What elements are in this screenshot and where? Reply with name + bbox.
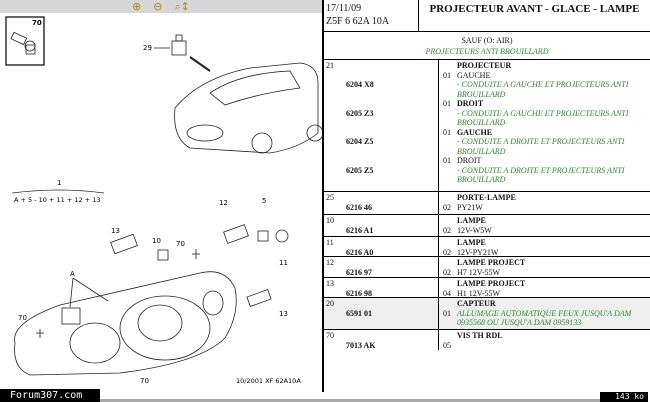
label-A: A — [70, 270, 75, 278]
part-desc: H7 12V-55W — [457, 267, 501, 277]
quantity: 01 — [443, 308, 451, 318]
label-70-inset: 70 — [32, 19, 42, 27]
catalog-code: Z5F 6 62A 10A — [326, 16, 390, 27]
label-13-right: 13 — [279, 310, 288, 318]
table-row[interactable]: 13 6216 98 LAMPE PROJECT 04 H1 12V-55W — [324, 278, 650, 298]
item-number: 21 — [326, 61, 334, 70]
part-ref: 6216 46 — [346, 202, 372, 212]
parts-diagram: 70 29 1 A + 5 - 10 + 11 + 12 + 13 12 5 1… — [5, 16, 322, 385]
part-ref: 6216 98 — [346, 288, 372, 298]
label-70-bottom: 70 — [140, 377, 149, 385]
part-name: LAMPE PROJECT — [457, 279, 526, 288]
diagram-panel: ⊕ ⊖ ⌕↕ 70 29 1 A + 5 - 10 + 11 + 12 + 13… — [0, 0, 600, 402]
part-desc: PY21W — [457, 202, 483, 212]
part-desc: H1 12V-55W — [457, 288, 501, 298]
quantity: 01 — [443, 156, 451, 165]
zoom-in-icon[interactable]: ⊕ — [132, 0, 142, 13]
condition-line: SAUF (O: AIR) — [461, 36, 513, 45]
table-row[interactable]: 25 6216 46 PORTE-LAMPE 02 PY21W — [324, 192, 650, 215]
catalog-date: 17/11/09 — [326, 3, 362, 14]
status-bar — [100, 399, 600, 402]
table-row[interactable]: 12 6216 97 LAMPE PROJECT 02 H7 12V-55W — [324, 257, 650, 278]
table-row[interactable]: 10 6216 A1 LAMPE 02 12V-W5W — [324, 215, 650, 237]
part-name: VIS TH RDL — [457, 331, 503, 340]
label-10: 10 — [152, 237, 161, 245]
part-note: ALLUMAGE AUTOMATIQUE FEUX JUSQU'A DAM 09… — [457, 308, 632, 328]
zoom-out-icon[interactable]: ⊖ — [153, 0, 163, 13]
part-name: DROIT — [457, 156, 482, 165]
part-ref: 6216 A0 — [346, 247, 374, 257]
part-ref: 6591 01 — [346, 308, 372, 318]
part-name: CAPTEUR — [457, 299, 496, 308]
bulbs — [110, 224, 289, 307]
quantity: 02 — [443, 225, 451, 235]
quantity: 04 — [443, 288, 451, 298]
part-ref: 6205 Z3 — [346, 108, 374, 118]
part-desc: 12V-PY21W — [457, 247, 499, 257]
quantity: 02 — [443, 267, 451, 277]
table-row[interactable]: 11 6216 A0 LAMPE 02 12V-PY21W — [324, 237, 650, 257]
label-70-left: 70 — [18, 314, 27, 322]
quantity: 02 — [443, 247, 451, 257]
label-5: 5 — [262, 197, 266, 205]
item-number: 25 — [326, 193, 334, 202]
label-12: 12 — [219, 199, 228, 207]
condition-header: SAUF (O: AIR) PROJECTEURS ANTI BROUILLAR… — [324, 32, 650, 60]
zoom-fit-icon[interactable]: ⌕↕ — [174, 0, 190, 13]
zoom-toolbar: ⊕ ⊖ ⌕↕ — [0, 0, 322, 13]
diagram-reference: 10/2001 XF 62A10A — [236, 377, 301, 385]
item-number: 10 — [326, 216, 334, 225]
quantity: 01 — [443, 99, 451, 108]
part-name: PROJECTEUR — [457, 61, 512, 70]
file-size: 143 ko — [600, 392, 648, 402]
part-note: - CONDUITE A DROITE ET PROJECTEURS ANTI … — [457, 165, 625, 185]
quantity: 02 — [443, 202, 451, 212]
part-ref: 7013 AK — [346, 340, 376, 350]
part-name: PORTE-LAMPE — [457, 193, 516, 202]
label-29: 29 — [143, 44, 152, 52]
part-name: LAMPE PROJECT — [457, 258, 526, 267]
label-1: 1 — [57, 179, 61, 187]
part-name: GAUCHE — [457, 70, 491, 80]
item-number: 20 — [326, 299, 334, 308]
part-note: - CONDUITE A DROITE ET PROJECTEURS ANTI … — [457, 137, 625, 156]
item-number: 70 — [326, 331, 334, 340]
assembly-formula: A + 5 - 10 + 11 + 12 + 13 — [14, 196, 100, 204]
part-note: - CONDUITE A GAUCHE ET PROJECTEURS ANTI … — [457, 80, 629, 99]
part-name: DROIT — [457, 99, 484, 108]
table-row-selected[interactable]: 20 6591 01 CAPTEUR 01 ALLUMAGE AUTOMATIQUE … — [324, 298, 650, 330]
label-11: 11 — [279, 259, 288, 267]
quantity: 01 — [443, 70, 451, 80]
condition-option: PROJECTEURS ANTI BROUILLARD — [425, 47, 549, 56]
part-name: LAMPE — [457, 238, 486, 247]
screw-icon — [10, 31, 36, 55]
part-ref: 6205 Z5 — [346, 165, 374, 175]
screw-inset-box — [5, 16, 45, 66]
item-number: 12 — [326, 258, 334, 267]
quantity: 01 — [443, 127, 451, 137]
item-number: 11 — [326, 238, 334, 247]
part-desc: 12V-W5W — [457, 225, 492, 235]
car-illustration — [174, 62, 322, 154]
part-name: GAUCHE — [457, 127, 493, 137]
part-ref: 6216 A1 — [346, 225, 374, 235]
label-70-top: 70 — [176, 240, 185, 248]
page-title: PROJECTEUR AVANT - GLACE - LAMPE — [418, 0, 650, 32]
table-row[interactable]: 70 7013 AK VIS TH RDL 05 — [324, 330, 650, 350]
part-ref: 6204 X8 — [346, 80, 374, 89]
quantity: 05 — [443, 340, 451, 350]
site-watermark: Forum307.com — [0, 389, 100, 402]
part-name: LAMPE — [457, 216, 486, 225]
item-number: 13 — [326, 279, 334, 288]
table-row[interactable]: 21 6204 X8 6205 Z3 6204 Z5 6205 Z5 PROJE… — [324, 60, 650, 192]
label-13-top: 13 — [111, 227, 120, 235]
headlight-assembly — [14, 249, 237, 376]
part-ref: 6216 97 — [346, 267, 372, 277]
sensor-part — [171, 34, 211, 72]
part-note: - CONDUITE A GAUCHE ET PROJECTEURS ANTI … — [457, 108, 629, 128]
part-ref: 6204 Z5 — [346, 137, 374, 146]
